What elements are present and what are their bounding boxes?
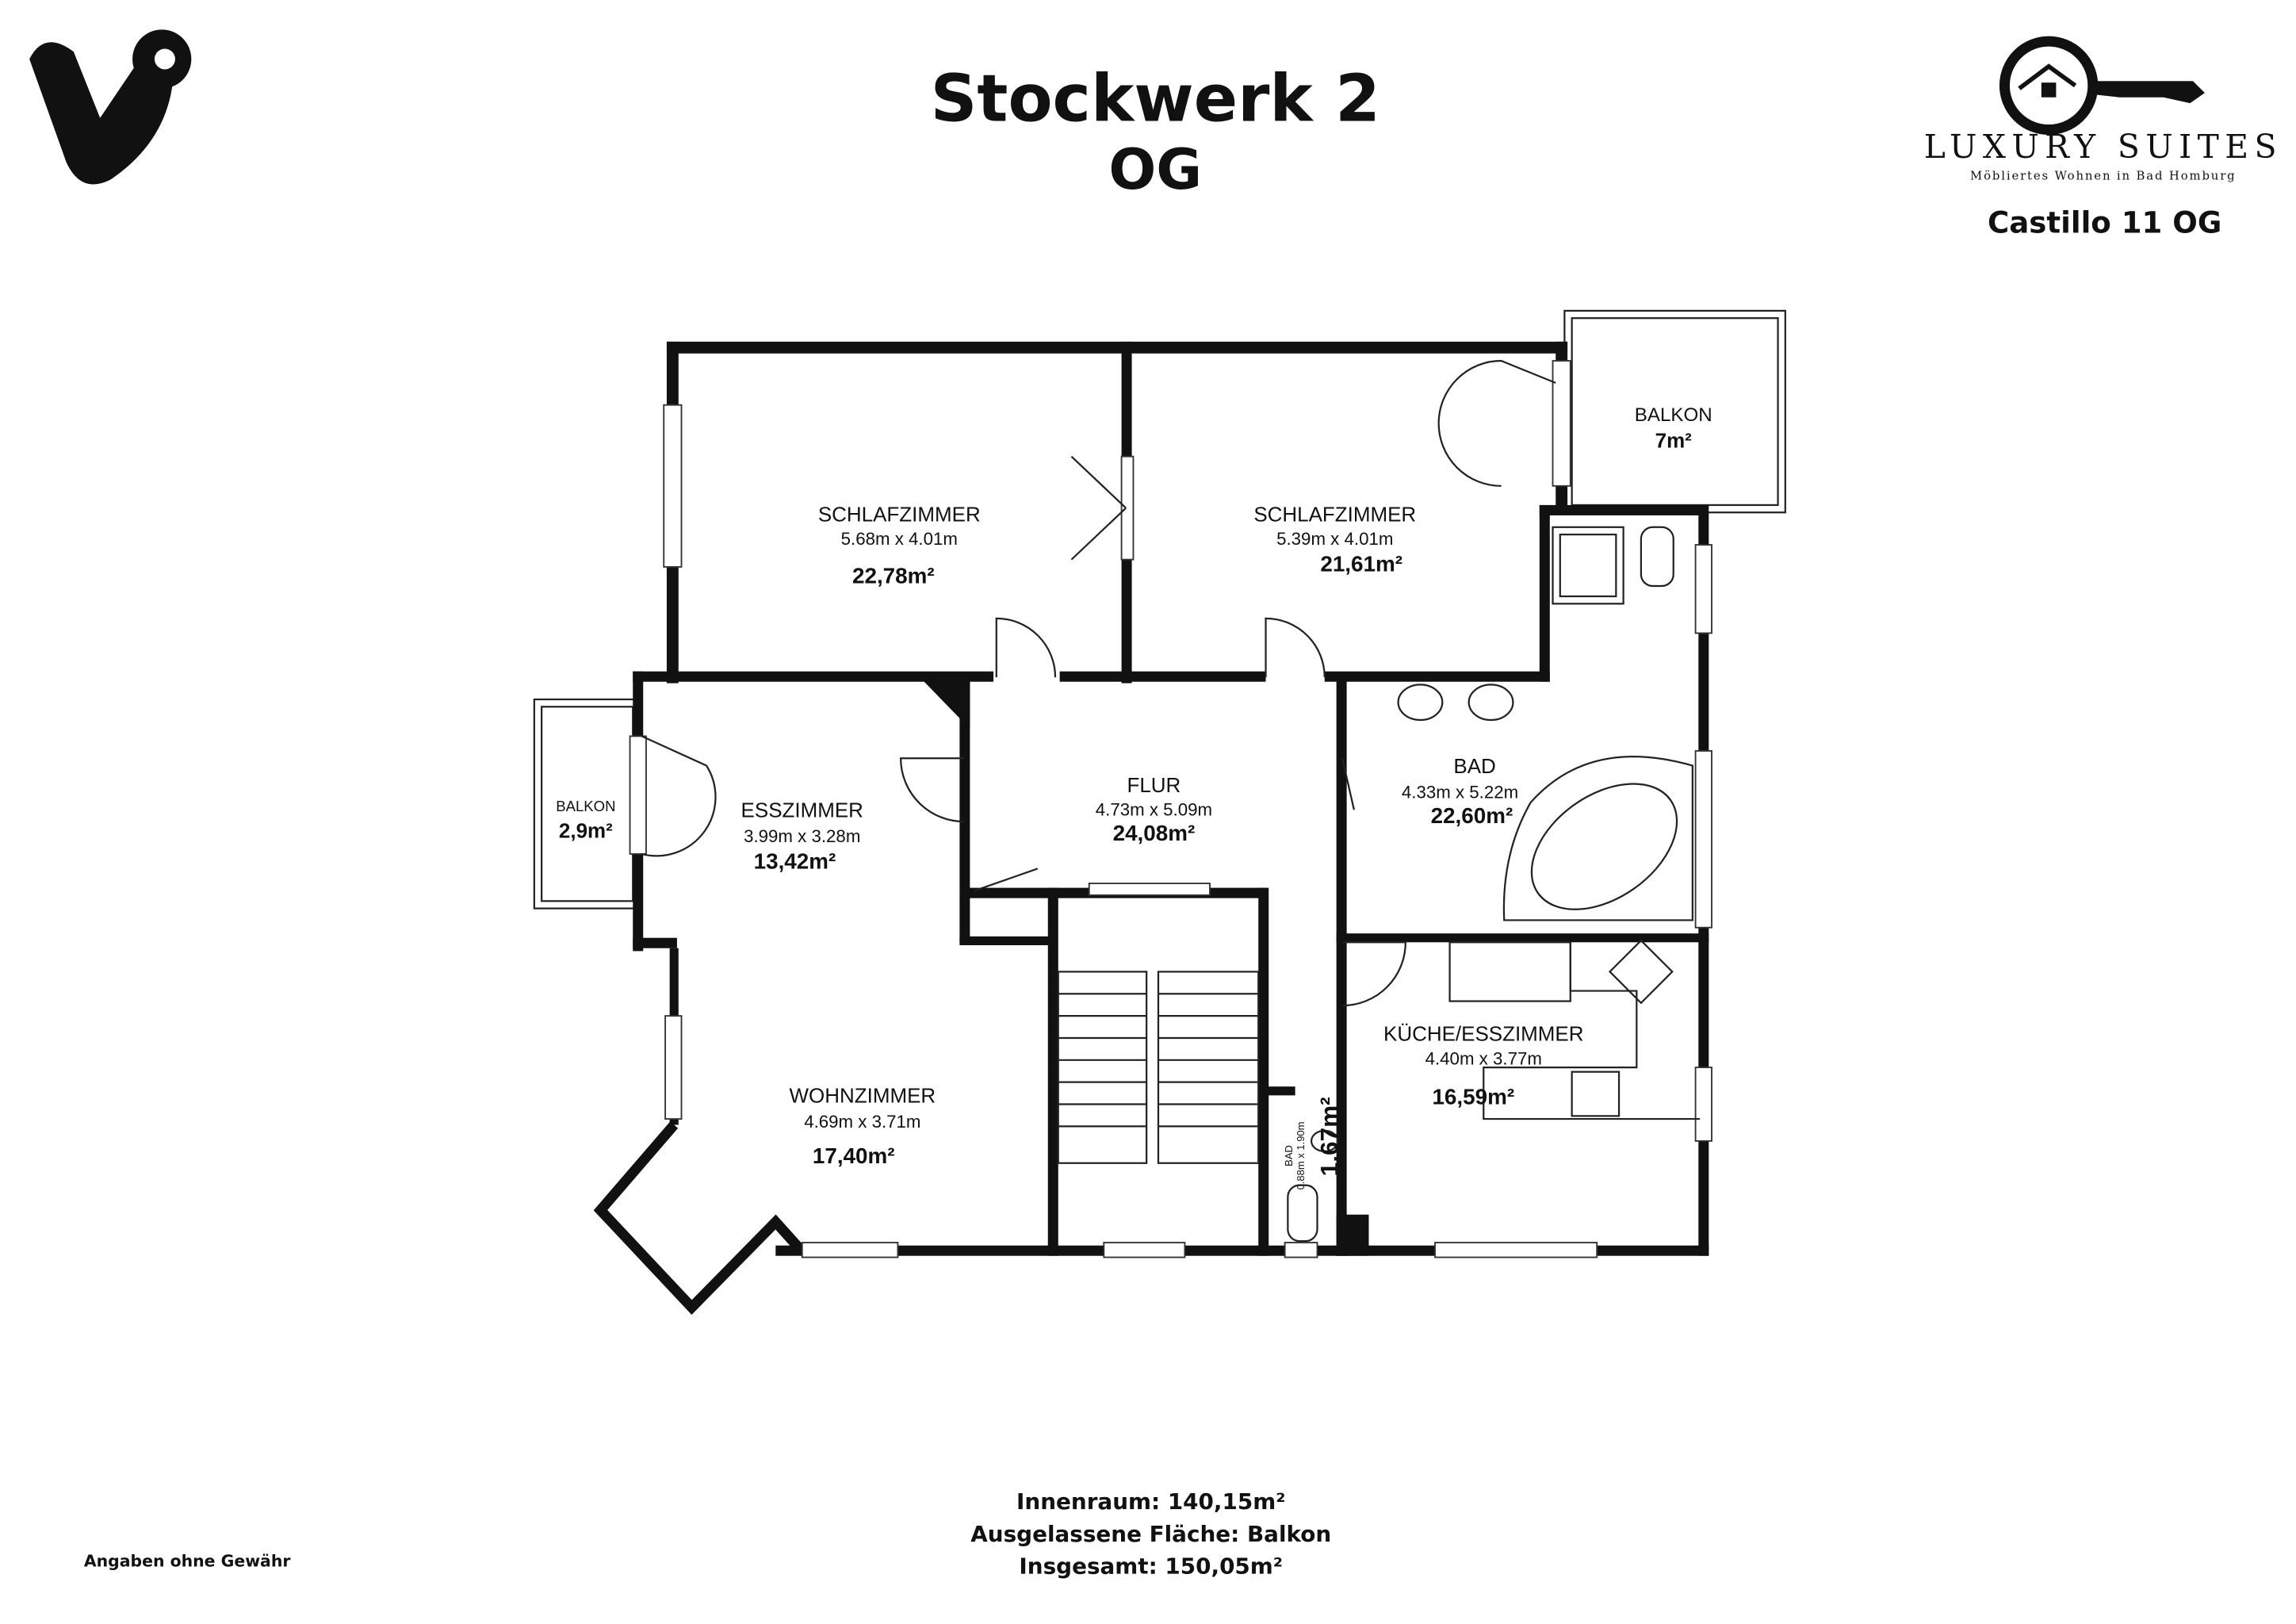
doors	[641, 359, 1556, 1007]
room-name: WOHNZIMMER	[790, 1084, 936, 1108]
room-area: 17,40m²	[813, 1143, 895, 1168]
room-flur: FLUR 4.73m x 5.09m 24,08m²	[1096, 773, 1212, 845]
room-esszimmer: ESSZIMMER 3.99m x 3.28m 13,42m²	[741, 798, 863, 873]
room-area: 1,67m²	[1314, 1097, 1343, 1176]
room-balkon-1: BALKON 7m²	[1635, 404, 1712, 452]
v-logo	[29, 29, 192, 185]
room-name: BAD	[1283, 1145, 1295, 1166]
room-dims: 4.40m x 3.77m	[1425, 1048, 1542, 1068]
room-dims: 4.33m x 5.22m	[1402, 782, 1518, 802]
page-title: Stockwerk 2	[931, 61, 1380, 136]
brand-name: LUXURY SUITES	[1924, 128, 2283, 166]
room-dims: 5.68m x 4.01m	[841, 529, 958, 549]
room-name: BAD	[1453, 754, 1495, 778]
page-subtitle: OG	[1108, 137, 1202, 202]
room-schlafzimmer-1: SCHLAFZIMMER 5.68m x 4.01m 22,78m²	[818, 502, 981, 588]
summary-total: Insgesamt: 150,05m²	[1019, 1553, 1283, 1580]
room-area: 24,08m²	[1113, 821, 1196, 845]
room-bad-klein: BAD 0.88m x 1.90m 1,67m²	[1283, 1097, 1344, 1189]
windows	[629, 360, 1712, 1258]
room-area: 13,42m²	[754, 848, 836, 873]
property-name: Castillo 11 OG	[1988, 206, 2221, 240]
luxury-suites-logo: LUXURY SUITES Möbliertes Wohnen in Bad H…	[1924, 36, 2283, 183]
summary-excluded: Ausgelassene Fläche: Balkon	[970, 1521, 1331, 1547]
room-area: 7m²	[1655, 429, 1693, 453]
summary-interior: Innenraum: 140,15m²	[1016, 1488, 1285, 1515]
brand-tagline: Möbliertes Wohnen in Bad Homburg	[1970, 169, 2237, 183]
room-area: 2,9m²	[559, 818, 613, 842]
room-bad: BAD 4.33m x 5.22m 22,60m²	[1402, 754, 1518, 828]
room-wohnzimmer: WOHNZIMMER 4.69m x 3.71m 17,40m²	[790, 1084, 936, 1168]
room-name: SCHLAFZIMMER	[818, 502, 981, 526]
room-area: 21,61m²	[1320, 551, 1402, 576]
room-name: BALKON	[556, 798, 615, 814]
room-area: 22,78m²	[852, 563, 935, 588]
room-area: 16,59m²	[1432, 1084, 1514, 1109]
room-name: SCHLAFZIMMER	[1253, 502, 1416, 526]
room-schlafzimmer-2: SCHLAFZIMMER 5.39m x 4.01m 21,61m²	[1253, 502, 1416, 576]
fixtures	[1287, 526, 1701, 1243]
disclaimer: Angaben ohne Gewähr	[84, 1551, 291, 1570]
room-dims: 3.99m x 3.28m	[744, 826, 860, 846]
room-name: BALKON	[1635, 404, 1712, 426]
room-area: 22,60m²	[1431, 803, 1513, 828]
room-name: FLUR	[1127, 773, 1181, 797]
room-dims: 5.39m x 4.01m	[1276, 529, 1393, 549]
staircase	[1057, 971, 1260, 1164]
room-balkon-2: BALKON 2,9m²	[556, 798, 615, 842]
room-dims: 0.88m x 1.90m	[1295, 1122, 1307, 1190]
room-name: KÜCHE/ESSZIMMER	[1383, 1022, 1583, 1046]
room-dims: 4.69m x 3.71m	[804, 1112, 920, 1132]
room-name: ESSZIMMER	[741, 798, 863, 822]
area-summary: Innenraum: 140,15m² Ausgelassene Fläche:…	[970, 1488, 1331, 1580]
room-kueche-esszimmer: KÜCHE/ESSZIMMER 4.40m x 3.77m 16,59m²	[1383, 1022, 1583, 1109]
room-dims: 4.73m x 5.09m	[1096, 800, 1212, 820]
